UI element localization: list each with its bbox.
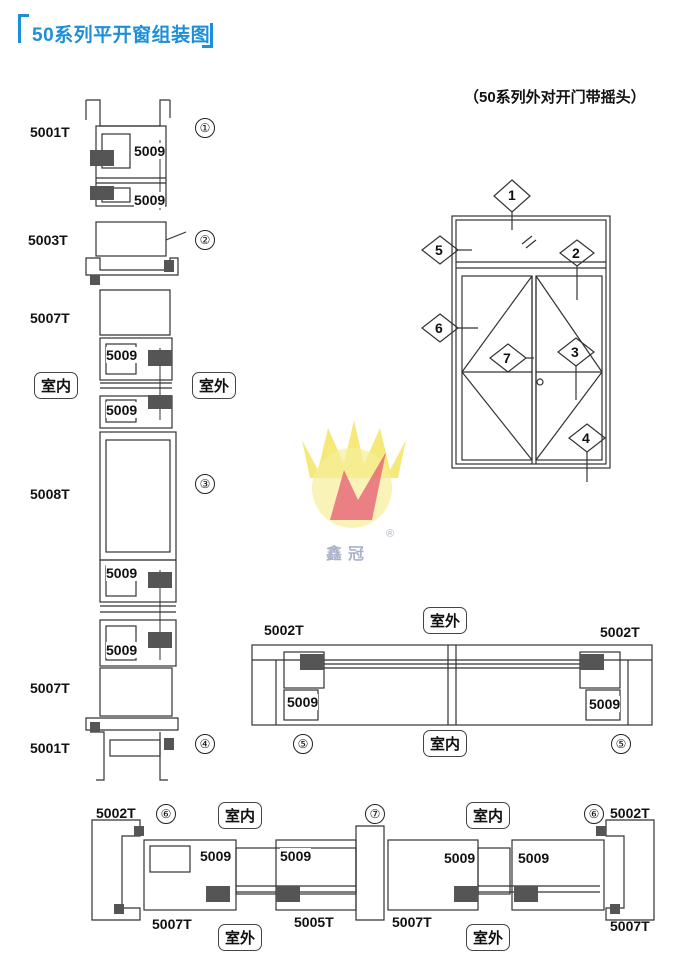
title-bracket-right (202, 23, 213, 48)
label-5009-h2-d: 5009 (518, 850, 550, 866)
label-5007t-h2-left: 5007T (152, 916, 192, 932)
label-5007t-h2-right: 5007T (610, 918, 650, 934)
label-5009-b: 5009 (134, 192, 166, 208)
label-outdoor-h1: 室外 (423, 607, 468, 634)
title-frame: 50系列平开窗组装图 (18, 14, 213, 48)
label-indoor-h2-left: 室内 (218, 802, 263, 829)
label-5009-h2-c: 5009 (444, 850, 476, 866)
marker-5-right: ⑤ (611, 734, 631, 754)
marker-5-left: ⑤ (293, 734, 313, 754)
marker-1: ① (195, 118, 215, 138)
label-outdoor-h2-right: 室外 (466, 924, 511, 951)
elev-marker-1: 1 (508, 187, 516, 203)
marker-3: ③ (195, 474, 215, 494)
label-outdoor-vertical: 室外 (192, 372, 237, 399)
label-5002t-h2-left: 5002T (96, 805, 136, 821)
label-5009-d: 5009 (106, 402, 138, 418)
logo-text: 鑫冠 (326, 546, 371, 563)
marker-7: ⑦ (365, 804, 385, 824)
label-5002t-h2-right: 5002T (610, 805, 650, 821)
label-5009-h1-left: 5009 (287, 694, 319, 710)
label-5009-h1-right: 5009 (589, 696, 621, 712)
marker-6-right: ⑥ (584, 804, 604, 824)
elev-marker-6: 6 (435, 320, 443, 336)
elev-marker-2: 2 (572, 245, 580, 261)
elev-marker-4: 4 (582, 430, 590, 446)
label-5007t-h2-mid: 5007T (392, 914, 432, 930)
label-5008t: 5008T (30, 486, 70, 502)
title-bracket-left (18, 14, 29, 43)
label-5002t-h1-right: 5002T (600, 624, 640, 640)
label-5001t-top: 5001T (30, 124, 70, 140)
marker-6-left: ⑥ (156, 804, 176, 824)
label-5007t-bottom: 5007T (30, 680, 70, 696)
label-5009-h2-a: 5009 (200, 848, 232, 864)
marker-2: ② (195, 230, 215, 250)
elev-marker-5: 5 (435, 242, 443, 258)
elevation-drawing (421, 179, 611, 482)
label-5009-h2-b: 5009 (280, 848, 312, 864)
label-5009-f: 5009 (106, 642, 138, 658)
elev-marker-7: 7 (503, 350, 511, 366)
label-5005t-h2: 5005T (294, 914, 334, 930)
elev-marker-3: 3 (571, 344, 579, 360)
label-5003t: 5003T (28, 232, 68, 248)
label-indoor-vertical: 室内 (34, 372, 79, 399)
label-5009-c: 5009 (106, 347, 138, 363)
label-5009-a: 5009 (134, 143, 166, 159)
marker-4: ④ (195, 734, 215, 754)
label-5007t-top: 5007T (30, 310, 70, 326)
logo-registered-mark: ® (386, 528, 395, 540)
label-5002t-h1-left: 5002T (264, 622, 304, 638)
label-indoor-h1: 室内 (423, 730, 468, 757)
page-title: 50系列平开窗组装图 (32, 25, 211, 46)
elevation-subtitle: （50系列外对开门带摇头） (464, 89, 646, 106)
gasket-marks (90, 150, 174, 750)
label-outdoor-h2-left: 室外 (218, 924, 263, 951)
label-5009-e: 5009 (106, 565, 138, 581)
label-5001t-bottom: 5001T (30, 740, 70, 756)
label-indoor-h2-right: 室内 (466, 802, 511, 829)
